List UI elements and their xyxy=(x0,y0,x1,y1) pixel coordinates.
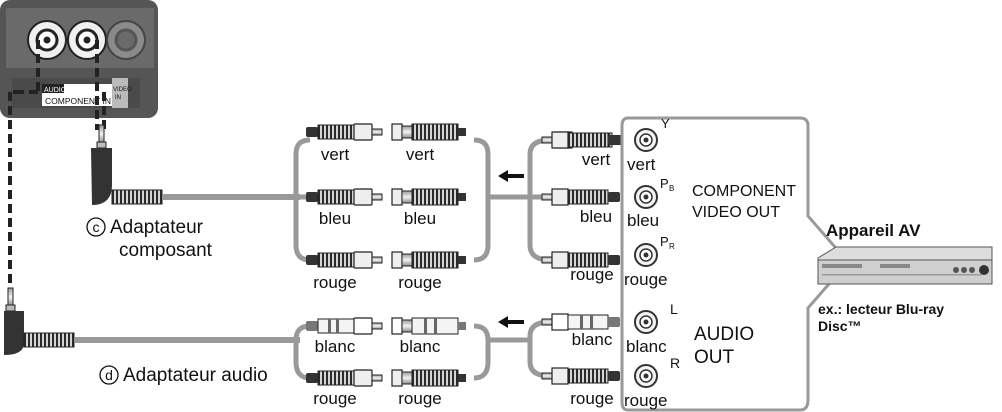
panel-label-bleu: bleu xyxy=(627,211,659,230)
jack-pr-sub: R xyxy=(669,242,675,251)
device-cable-rouge: rouge xyxy=(570,265,613,284)
device-cable-blanc: blanc xyxy=(572,330,613,349)
audio-adapter-label: d Adaptateur audio xyxy=(99,365,268,386)
panel-label-blanc: blanc xyxy=(626,337,667,356)
arrow-left-icon xyxy=(498,316,524,328)
cable-label-blanc-plug: blanc xyxy=(315,337,356,356)
cable-label-rouge-jack-audio: rouge xyxy=(398,389,441,408)
cable-label-rouge-plug-audio: rouge xyxy=(313,389,356,408)
device-title: Appareil AV xyxy=(826,221,921,240)
adapter-cable-labels: vert vert bleu bleu rouge rouge blanc bl… xyxy=(313,145,441,408)
audio-adapter xyxy=(4,287,300,355)
jack-pb-label: P xyxy=(660,176,669,191)
arrow-left-icon xyxy=(498,170,524,182)
jack-y-label: Y xyxy=(661,116,670,131)
jack-r-label: R xyxy=(670,355,680,371)
audio-out-line2: OUT xyxy=(694,347,735,368)
audio-adapter-line1: Adaptateur audio xyxy=(123,365,268,386)
tv-video-label: VIDEO xyxy=(113,87,132,93)
cable-label-rouge-plug: rouge xyxy=(313,273,356,292)
component-adapter-line1: Adaptateur xyxy=(110,217,204,238)
panel-label-vert: vert xyxy=(627,155,656,174)
jack-pr-label: P xyxy=(660,234,669,249)
audio-adapter-letter: d xyxy=(105,367,113,383)
cable-label-vert-jack: vert xyxy=(406,145,435,164)
audio-splitter-cables xyxy=(293,323,491,381)
cable-label-vert-plug: vert xyxy=(321,145,350,164)
device-cable-rouge-audio: rouge xyxy=(570,389,613,408)
device-cable-bleu: bleu xyxy=(580,207,612,226)
jack-l-label: L xyxy=(670,301,678,317)
component-adapter-line2: composant xyxy=(119,240,213,261)
audio-out-line1: AUDIO xyxy=(694,324,754,345)
panel-label-rouge-audio: rouge xyxy=(624,391,667,410)
device-cable-labels: vert bleu rouge blanc rouge xyxy=(570,150,613,408)
device-cable-vert: vert xyxy=(582,150,611,169)
tv-component-in-label: COMPONENT IN xyxy=(45,96,111,106)
cable-label-bleu-jack: bleu xyxy=(404,209,436,228)
tv-panel: AUDIO COMPONENT IN VIDEO IN xyxy=(0,0,158,118)
signal-arrows xyxy=(498,170,524,328)
panel-label-rouge: rouge xyxy=(624,270,667,289)
dashed-leaders xyxy=(8,40,106,290)
cable-label-rouge-jack: rouge xyxy=(398,273,441,292)
component-video-out-line1: COMPONENT xyxy=(692,183,796,200)
cable-label-blanc-jack: blanc xyxy=(400,337,441,356)
component-video-out-line2: VIDEO OUT xyxy=(692,204,780,221)
component-adapter-label: c Adaptateur composant xyxy=(86,217,213,261)
jack-pb-sub: B xyxy=(669,184,674,193)
device-example-line2: Disc™ xyxy=(818,318,862,334)
tv-audio-label: AUDIO xyxy=(44,87,67,94)
av-device: Appareil AV ex.: lecteur Blu-ray Disc™ xyxy=(817,221,993,334)
component-adapter xyxy=(91,124,300,205)
device-example-line1: ex.: lecteur Blu-ray xyxy=(818,301,944,317)
blu-ray-player-icon xyxy=(817,246,993,285)
tv-in-label: IN xyxy=(115,95,121,101)
component-adapter-letter: c xyxy=(93,219,100,235)
cable-label-bleu-plug: bleu xyxy=(319,209,351,228)
device-output-panel: Y P B P R L R vert bleu rouge blanc roug… xyxy=(620,116,850,412)
